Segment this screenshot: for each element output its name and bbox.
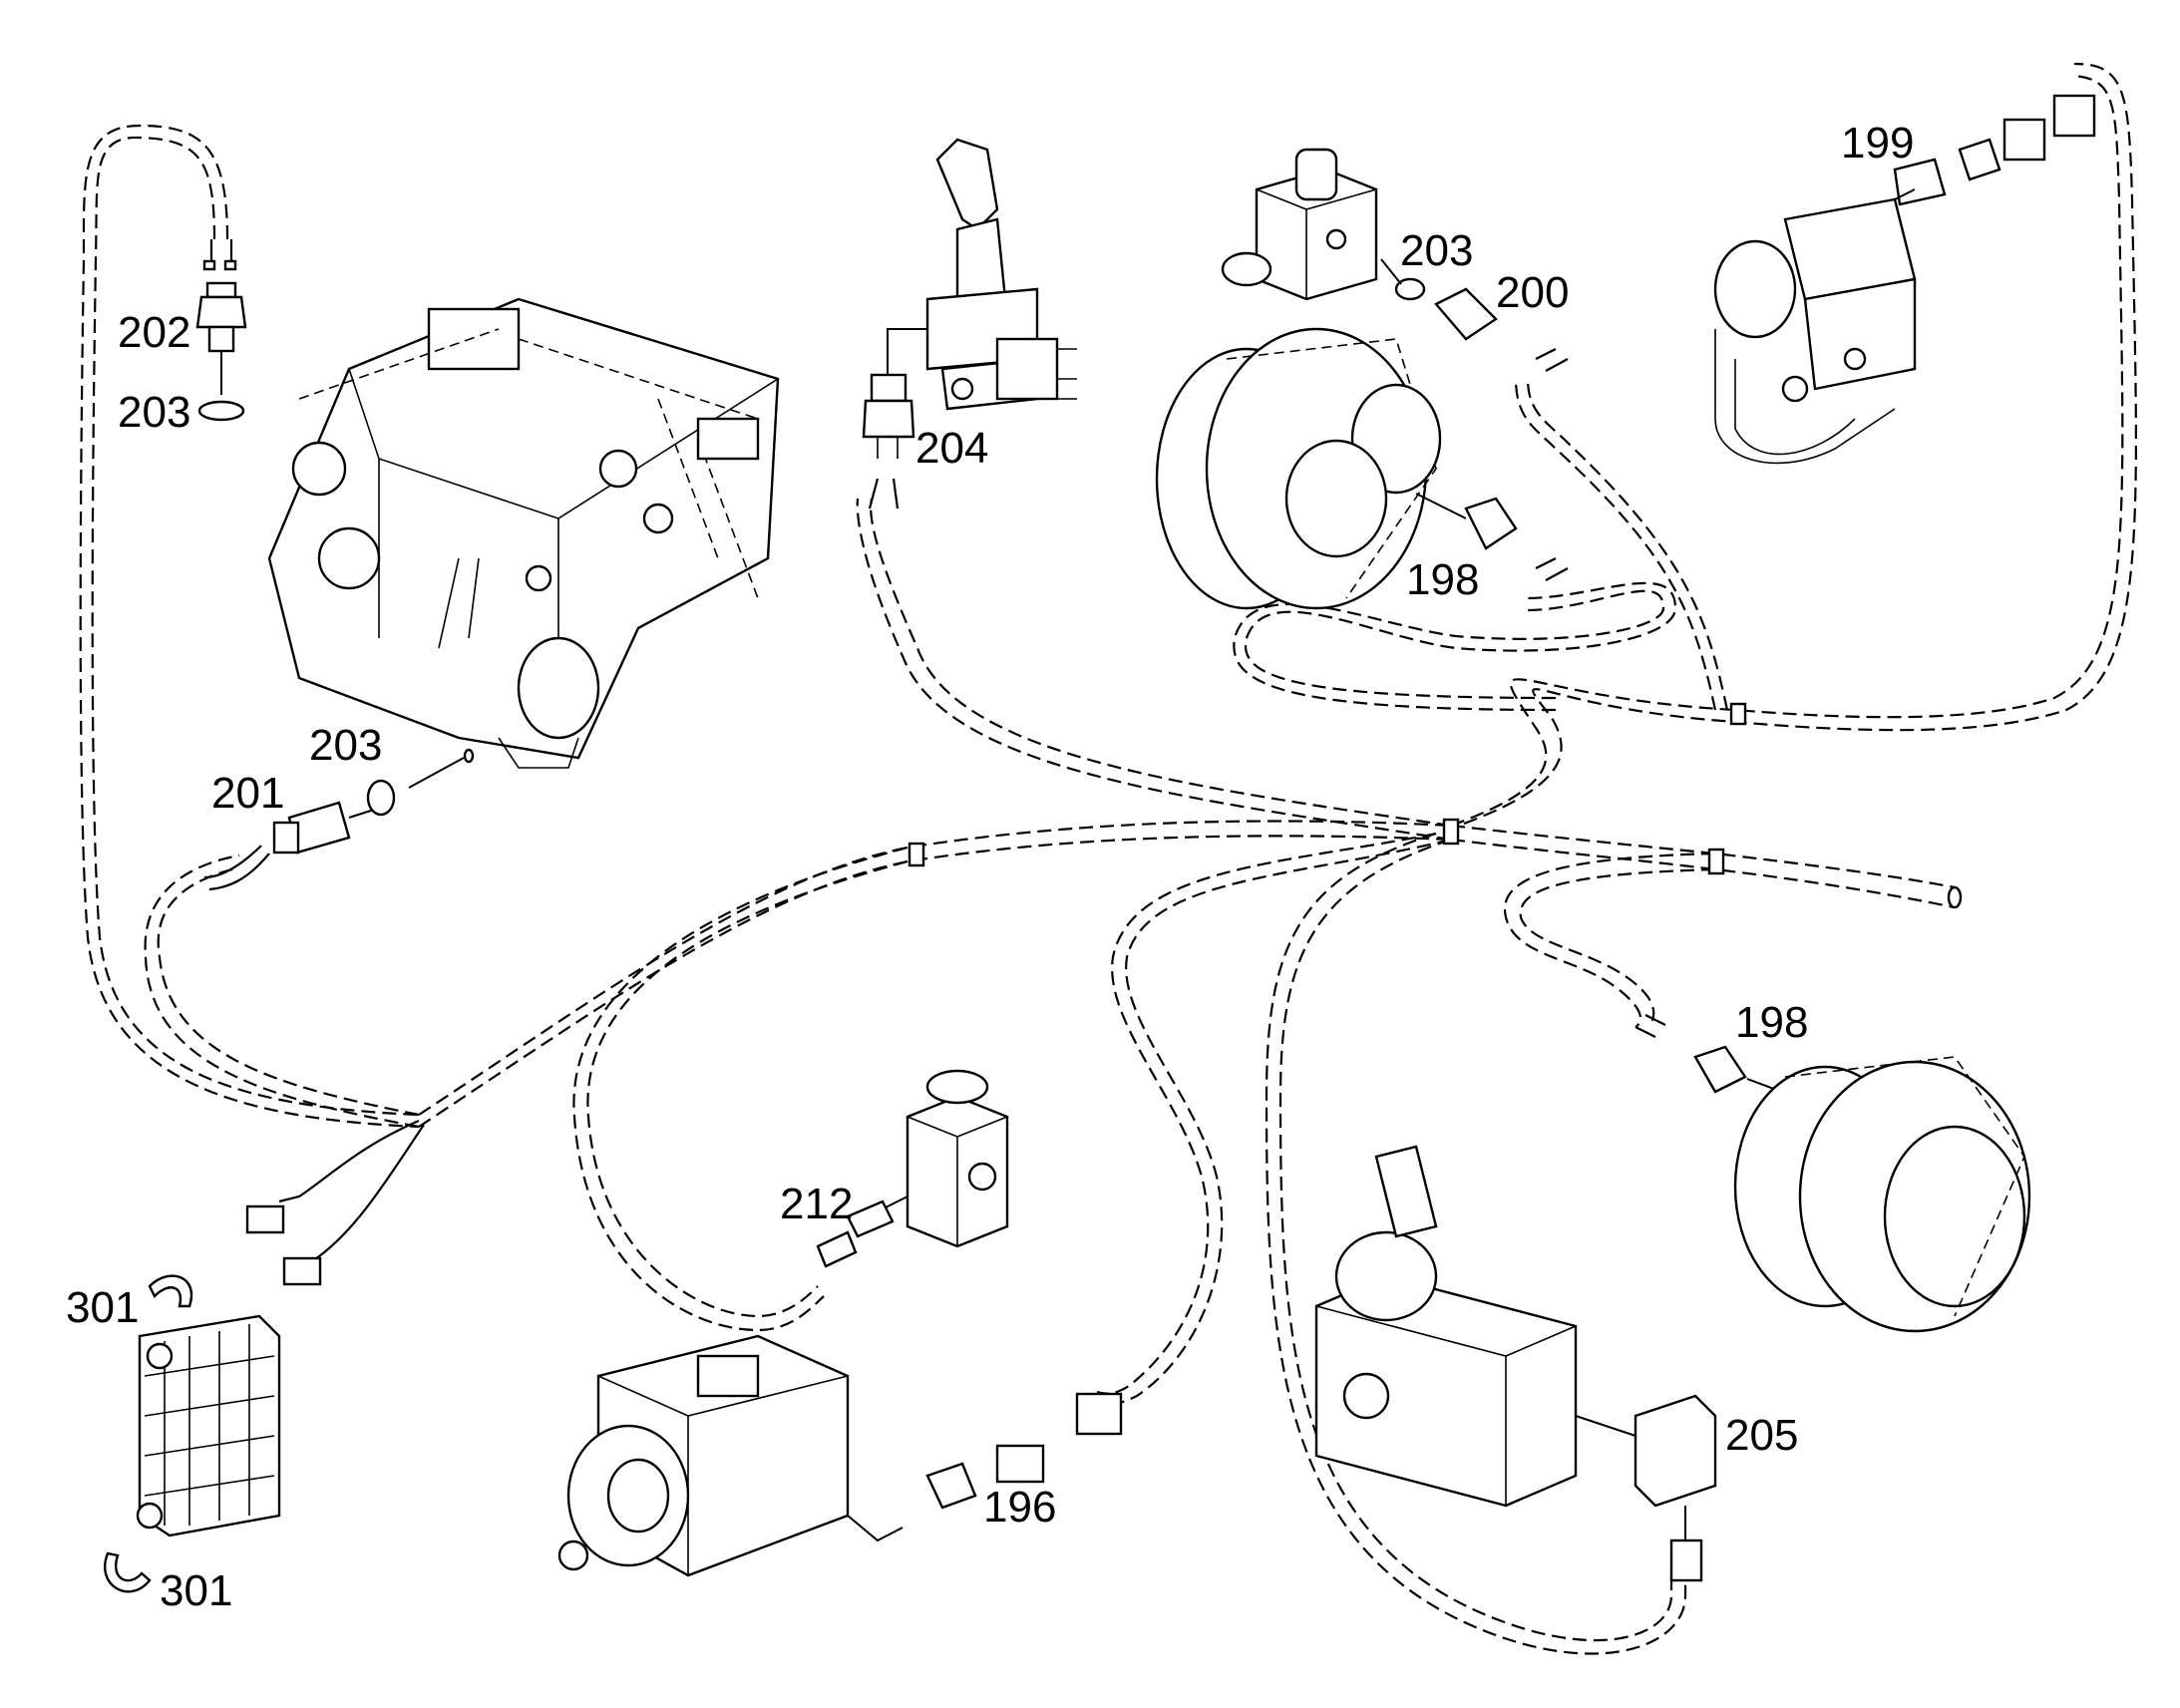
callout-200: 200: [1496, 268, 1569, 317]
travel-motor-upper: [1155, 327, 1569, 610]
reservoir-212: [816, 1069, 1009, 1268]
travel-motor-lower: [1635, 1014, 2031, 1333]
harness-sleeve: [1707, 848, 1725, 875]
callout-212: 212: [780, 1180, 853, 1228]
o-ring-203: [1394, 277, 1426, 301]
accumulator-valve-199: [1713, 94, 2096, 465]
callout-196: 196: [983, 1483, 1056, 1532]
o-ring-203: [366, 779, 396, 817]
pressure-switch-201: [203, 748, 475, 891]
callout-301: 301: [160, 1566, 232, 1615]
joystick-valve-204: [862, 138, 1077, 510]
o-ring-203: [197, 400, 245, 422]
callout-202: 202: [118, 308, 190, 357]
callout-205: 205: [1725, 1411, 1798, 1460]
callout-203: 203: [309, 721, 382, 770]
harness-sleeve: [908, 842, 925, 867]
callout-301: 301: [66, 1283, 139, 1332]
harness-sleeve: [1442, 818, 1460, 846]
harness-sleeve: [1729, 702, 1747, 726]
callout-198: 198: [1735, 998, 1808, 1047]
clip-301: [104, 1551, 152, 1593]
callout-203: 203: [1400, 226, 1473, 275]
valve-block-200: [1221, 148, 1569, 372]
callout-labels: 202 203 201 203 204 203 200 199 198 198 …: [66, 119, 1914, 1615]
engine-block: [267, 297, 780, 769]
pressure-switch-202: [195, 239, 247, 395]
callout-199: 199: [1841, 119, 1914, 168]
relay-block: [104, 1204, 322, 1593]
callout-201: 201: [211, 769, 284, 818]
wiring-harness: [79, 62, 2137, 1655]
callout-203: 203: [118, 388, 190, 437]
callout-204: 204: [915, 424, 988, 473]
hydraulic-pump-196: [557, 1334, 1123, 1577]
joystick-205: [1314, 1145, 1717, 1582]
callout-198: 198: [1406, 555, 1479, 604]
clip-301: [148, 1274, 193, 1308]
